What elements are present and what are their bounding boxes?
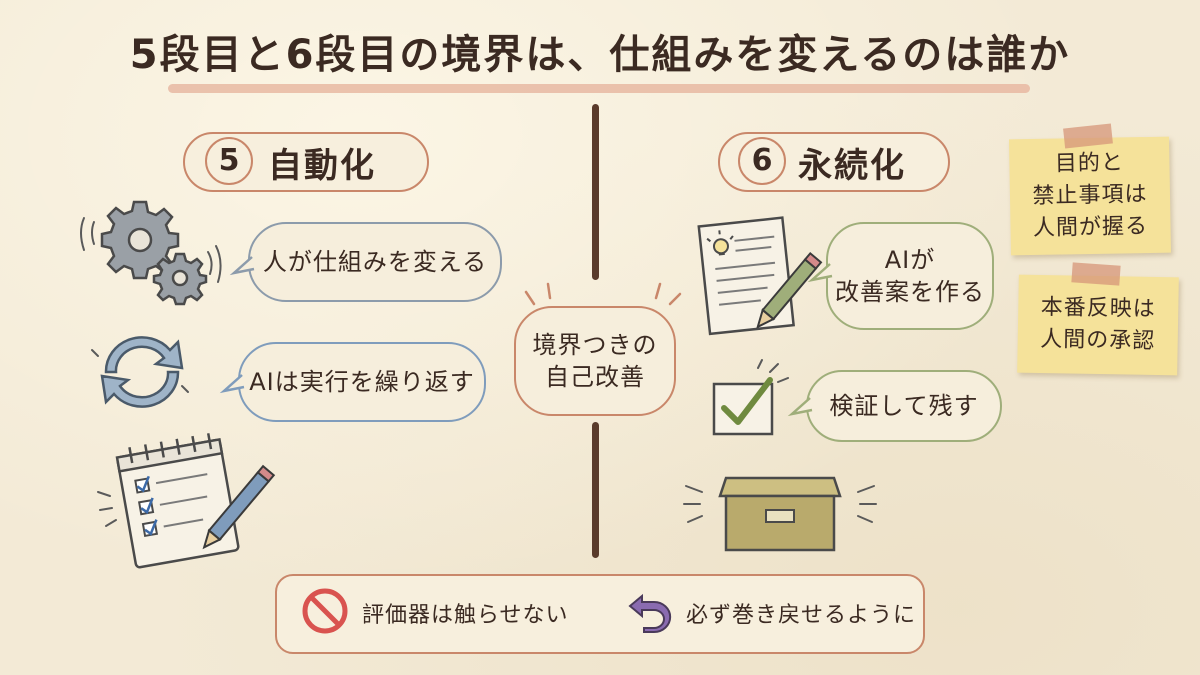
center-divider-bottom [592, 422, 599, 558]
left-bubble-1-tail [229, 256, 255, 276]
sticky-note-2-text: 本番反映は 人間の承認 [1040, 295, 1156, 354]
center-bubble-text: 境界つきの 自己改善 [532, 330, 658, 391]
left-bubble-2: AIは実行を繰り返す [238, 342, 486, 422]
prohibited-icon [302, 588, 348, 634]
bottom-rule-2: 必ず巻き戻せるように [686, 603, 917, 628]
right-step-number: 6 [738, 137, 786, 185]
right-heading: 永続化 [798, 146, 906, 186]
center-sparkles [524, 282, 682, 306]
sticky-note-1-text: 目的と 禁止事項は 人間が握る [1032, 150, 1149, 241]
bottom-rule-1: 評価器は触らせない [362, 603, 569, 628]
right-bubble-1-text: AIが 改善案を作る [835, 245, 985, 306]
sticky-note-1: 目的と 禁止事項は 人間が握る [1008, 136, 1171, 256]
undo-arrow-icon [628, 593, 672, 633]
left-bubble-2-tail [219, 374, 245, 394]
left-step-number: 5 [205, 137, 253, 185]
checkbox-icon [712, 359, 789, 436]
left-bubble-2-text: AIは実行を繰り返す [249, 367, 475, 396]
cycle-arrows-icon [91, 336, 189, 408]
left-heading: 自動化 [268, 146, 376, 186]
right-bubble-1-tail [807, 263, 833, 283]
gears-icon [80, 200, 222, 306]
right-bubble-1: AIが 改善案を作る [826, 222, 994, 330]
center-divider-top [592, 104, 599, 280]
storage-box-icon [683, 476, 877, 552]
page-title: 5段目と6段目の境界は、仕組みを変えるのは誰か [129, 32, 1071, 78]
sticky-note-2-tape [1071, 262, 1121, 286]
right-bubble-2-tail [787, 397, 813, 417]
right-bubble-2-text: 検証して残す [829, 391, 979, 420]
left-bubble-1: 人が仕組みを変える [248, 222, 502, 302]
center-bubble: 境界つきの 自己改善 [514, 306, 676, 416]
bottom-rules-bar [275, 574, 925, 654]
document-pencil-icon [697, 216, 823, 336]
checklist-notepad-icon [97, 433, 276, 569]
sticky-note-2: 本番反映は 人間の承認 [1017, 274, 1179, 376]
left-bubble-1-text: 人が仕組みを変える [262, 247, 488, 276]
title-underline [168, 84, 1030, 93]
right-bubble-2: 検証して残す [806, 370, 1002, 442]
